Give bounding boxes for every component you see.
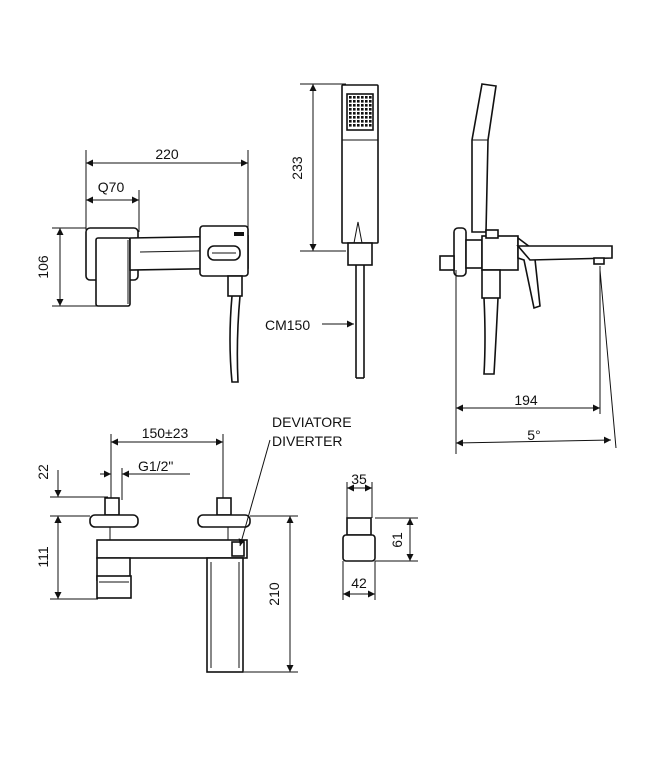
dim-angle: 5° [527,427,540,443]
hose-label: CM150 [265,317,310,333]
side-coupling [465,239,483,269]
nozzle-dot [365,116,368,119]
dim-22: 22 [35,464,51,480]
nozzle-dot [365,100,368,103]
nozzle-dot [365,124,368,127]
nozzle-dot [349,116,352,119]
side-diverter [485,229,499,239]
nozzle-dot [369,108,372,111]
nozzle-dot [349,96,352,99]
top-view: 150±23 G1/2" 22 111 [35,414,352,673]
nozzle-dot [353,96,356,99]
nozzle-dot [369,104,372,107]
diverter-label-it: DEVIATORE [272,414,352,430]
side-body [481,235,519,271]
top-body [96,539,248,559]
nozzle-dot [361,104,364,107]
diverter-button [231,541,245,557]
nozzle-dot [369,120,372,123]
dim-42: 42 [351,575,367,591]
hose-connector [227,275,243,297]
side-inlet [439,255,455,271]
top-handle-grip [96,575,132,599]
inlet-right [216,497,232,516]
nozzle-dot [357,100,360,103]
nut-detail: 35 61 42 [342,471,418,600]
nut-top [346,517,372,536]
nozzle-dot [369,124,372,127]
nozzle-dot [357,120,360,123]
nozzle-dot [361,112,364,115]
nozzle-dot [357,104,360,107]
nozzle-dot [365,96,368,99]
dim-61: 61 [389,532,405,548]
nozzle-dot [353,108,356,111]
nozzle-dot [369,100,372,103]
nozzle-dot [357,124,360,127]
hand-shower-view: 233 CM150 [265,83,379,379]
nozzle-dot [361,120,364,123]
handle-connector [347,242,373,266]
nozzle-dot [369,116,372,119]
side-shower-head [471,83,497,233]
diverter-label-en: DIVERTER [272,433,343,449]
nozzle-dot [357,116,360,119]
nozzle-dot [369,96,372,99]
dim-111: 111 [35,546,51,567]
dim-thread: G1/2" [138,458,173,474]
nozzle-grid [349,96,372,127]
nozzle-dot [349,120,352,123]
nozzle-dot [357,96,360,99]
nut-bottom [342,534,376,562]
nozzle-dot [365,112,368,115]
nozzle-dot [353,112,356,115]
nozzle-dot [361,116,364,119]
nozzle-dot [353,100,356,103]
lever-handle [95,237,131,307]
nozzle-dot [357,112,360,115]
side-view: 194 5° [439,83,617,454]
nozzle-dot [349,100,352,103]
side-wall-plate [453,227,467,277]
side-spout [516,245,613,261]
nozzle-dot [365,120,368,123]
nozzle-dot [353,120,356,123]
dim-233: 233 [289,156,305,180]
inlet-left [104,497,120,516]
front-view: 220 Q70 106 [35,146,249,383]
nozzle-dot [353,104,356,107]
dim-194: 194 [514,392,538,408]
side-hose-connector [481,269,501,299]
nozzle-dot [361,96,364,99]
dim-q70: Q70 [98,179,125,195]
dim-210: 210 [266,582,282,606]
dim-35: 35 [351,471,367,487]
top-spout [206,557,244,673]
nozzle-dot [365,108,368,111]
dim-centers: 150±23 [142,425,189,441]
nozzle-dot [361,108,364,111]
flange-right [197,514,251,528]
nozzle-dot [365,104,368,107]
dim-220: 220 [155,146,179,162]
nozzle-dot [361,100,364,103]
nozzle-dot [349,124,352,127]
flange-left [89,514,139,528]
nozzle-dot [349,104,352,107]
nozzle-dot [349,112,352,115]
dim-106: 106 [35,255,51,279]
nozzle-dot [361,124,364,127]
nozzle-dot [349,108,352,111]
nozzle-dot [369,112,372,115]
side-aerator [593,257,605,265]
nozzle-dot [353,116,356,119]
nozzle-dot [353,124,356,127]
nozzle-dot [357,108,360,111]
